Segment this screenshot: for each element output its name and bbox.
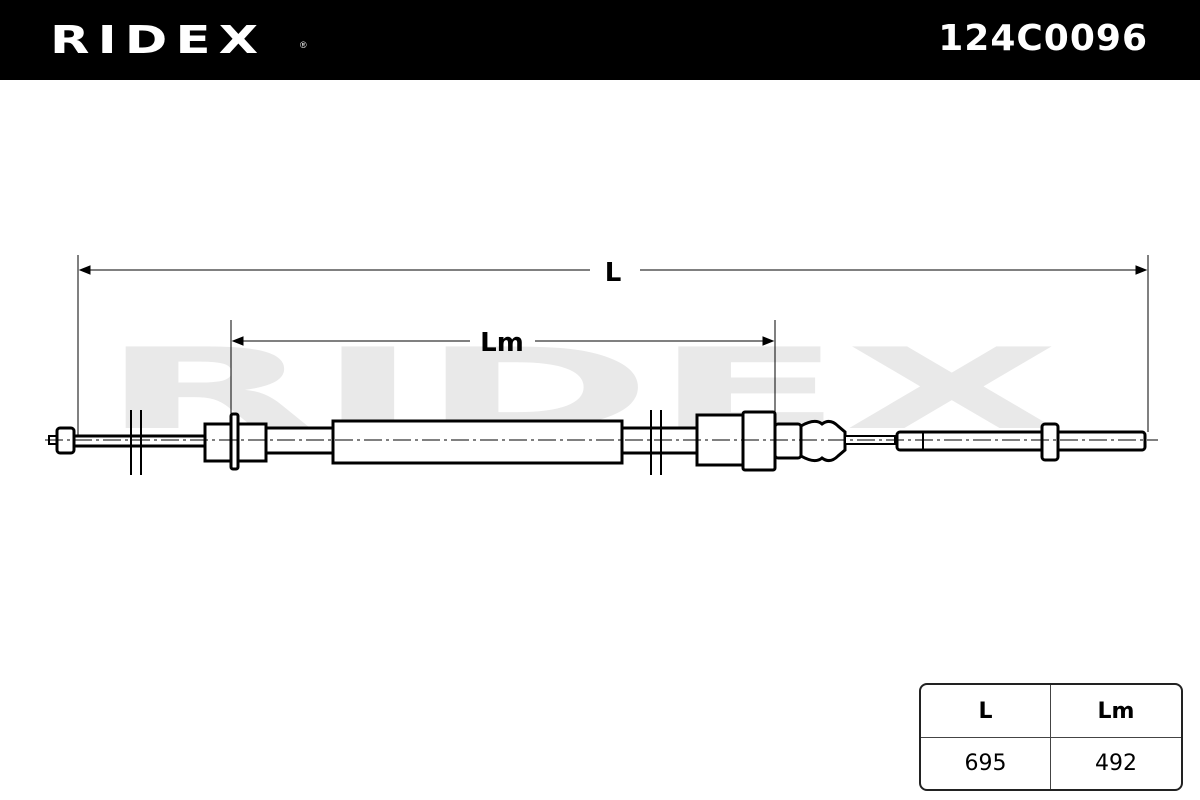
threaded-rod <box>895 430 1147 452</box>
registered-mark: ® <box>300 40 307 50</box>
lock-nut <box>1040 422 1060 462</box>
table-value-L: 695 <box>921 738 1051 789</box>
header-bar: RIDEX ® 124C0096 <box>0 0 1200 80</box>
sleeve-left <box>203 422 234 463</box>
dimension-label-Lm: Lm <box>480 328 524 358</box>
table-header-L: L <box>921 685 1051 738</box>
cable-drawing: RIDEX L Lm <box>45 255 1158 475</box>
hex-left <box>236 422 268 463</box>
collar-right <box>773 422 803 460</box>
table-value-Lm: 492 <box>1095 751 1137 776</box>
dimension-label-L: L <box>605 258 622 288</box>
flange-right <box>741 410 777 472</box>
dimension-table: L Lm 695 492 <box>919 683 1183 791</box>
main-sheath <box>331 419 624 465</box>
part-number: 124C0096 <box>938 18 1148 59</box>
dimension-lines <box>77 255 1149 438</box>
table-header-Lm: Lm <box>1051 685 1181 738</box>
cable-assembly <box>48 410 1147 475</box>
brand-logo: RIDEX <box>50 18 267 62</box>
bellows <box>799 419 847 463</box>
